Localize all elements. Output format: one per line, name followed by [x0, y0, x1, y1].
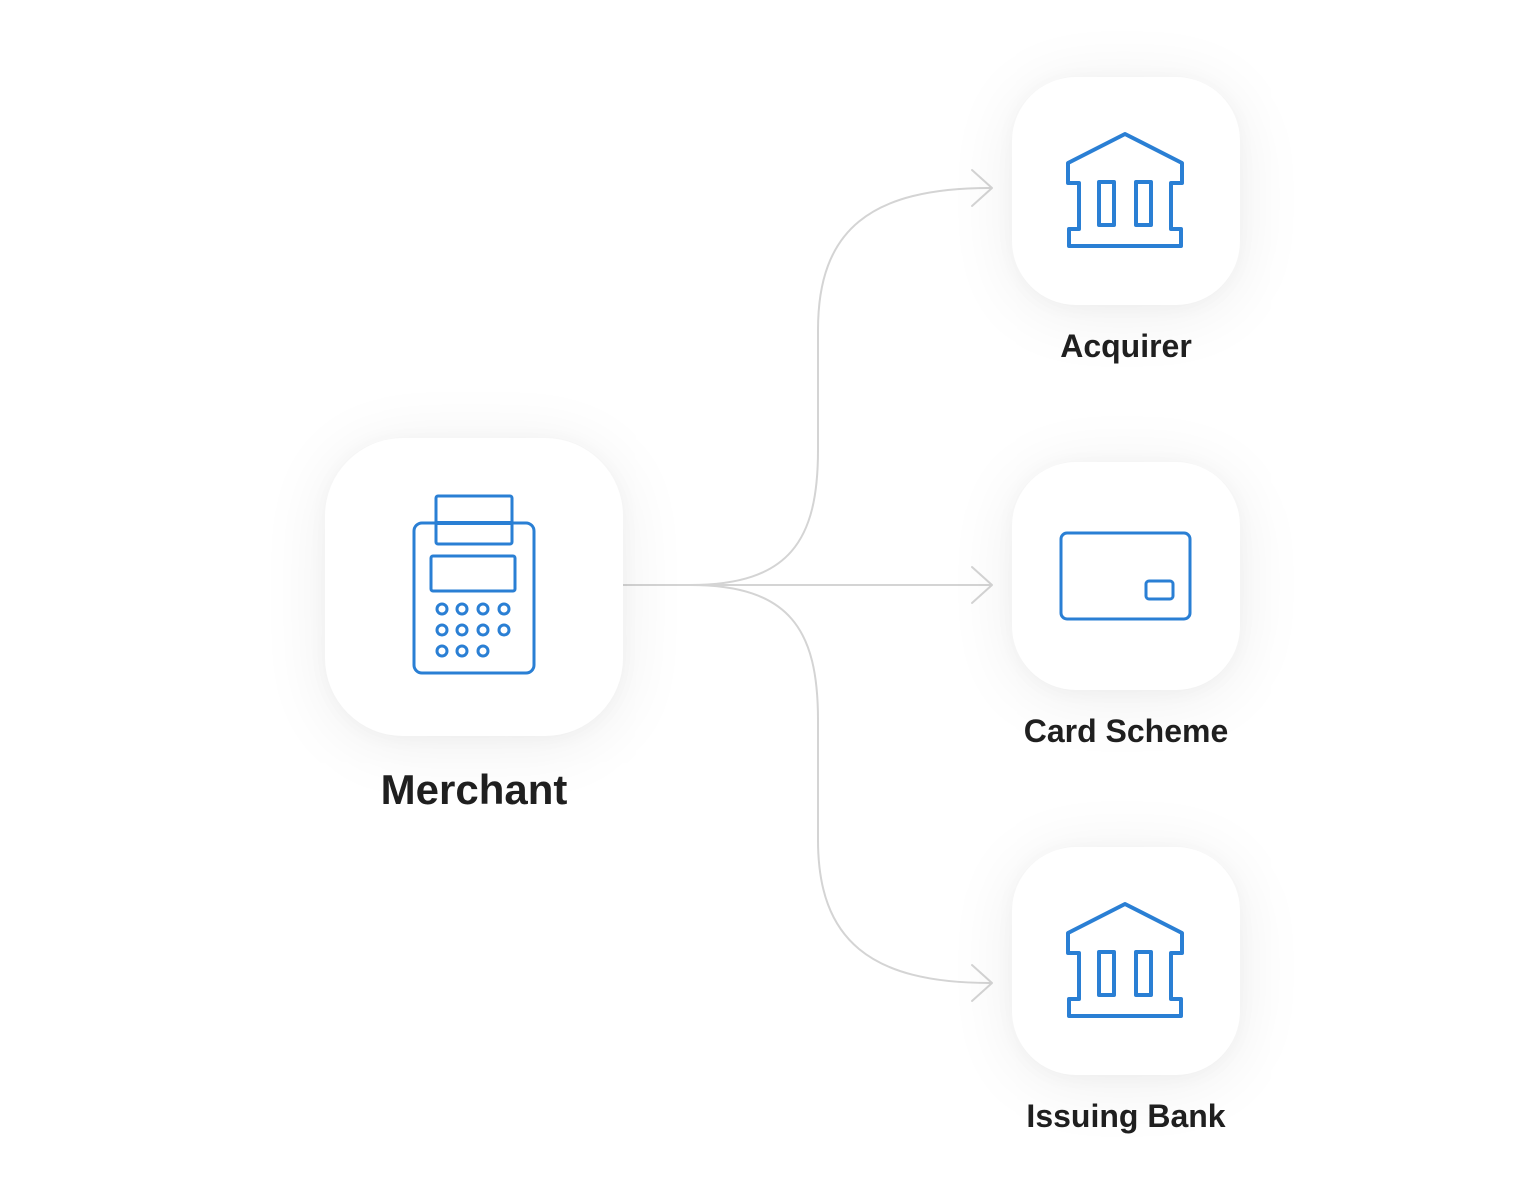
bank-icon	[1066, 902, 1184, 1018]
arrowhead-card-scheme	[971, 566, 993, 604]
acquirer-label: Acquirer	[1060, 328, 1192, 364]
merchant-node[interactable]	[325, 438, 623, 736]
edge-merchant-to-acquirer	[622, 187, 991, 586]
acquirer-node[interactable]	[1012, 77, 1240, 305]
payment-terminal-icon	[412, 494, 536, 675]
bank-icon	[1066, 132, 1184, 248]
issuing-bank-node[interactable]	[1012, 847, 1240, 1075]
card-scheme-node[interactable]	[1012, 462, 1240, 690]
credit-card-icon	[1059, 531, 1192, 621]
arrowhead-issuing-bank	[971, 964, 993, 1002]
edge-merchant-to-issuing-bank	[622, 584, 991, 984]
merchant-label: Merchant	[380, 766, 568, 813]
issuing-bank-label: Issuing Bank	[1026, 1098, 1226, 1134]
arrowhead-acquirer	[971, 169, 993, 207]
card-scheme-label: Card Scheme	[1023, 713, 1229, 749]
